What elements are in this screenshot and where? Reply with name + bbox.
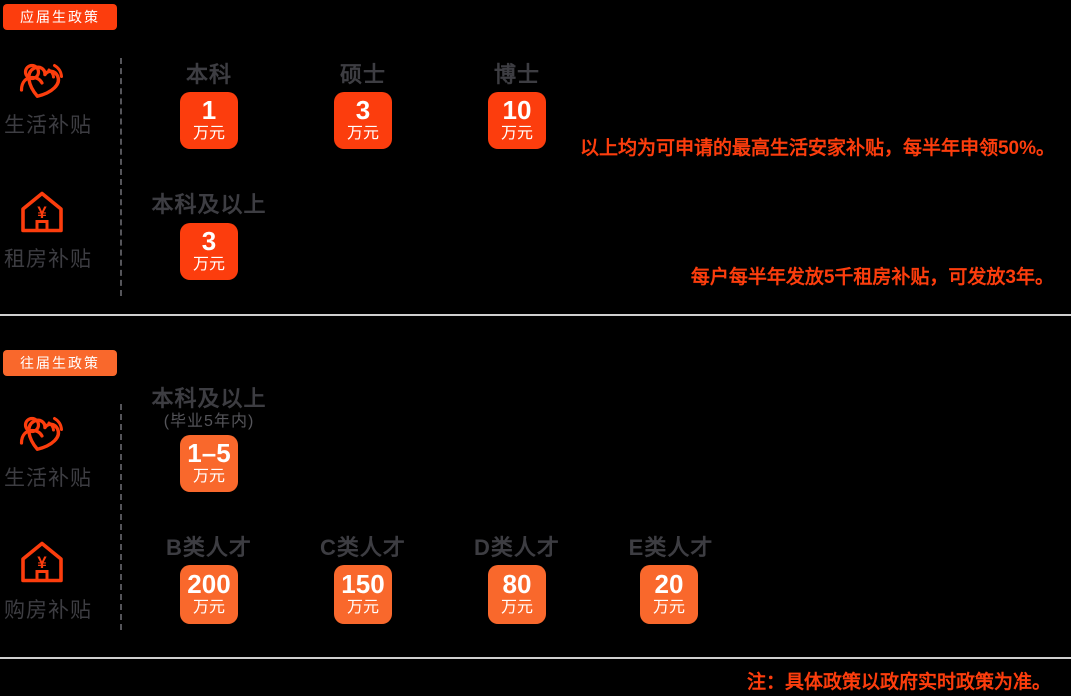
people-heart-icon — [16, 409, 68, 466]
value-box-talent-e: 20 万元 — [640, 565, 698, 624]
svg-text:¥: ¥ — [37, 553, 47, 572]
column-header-master: 硕士 — [339, 62, 386, 87]
column-subheader-within-5-years: (毕业5年内) — [163, 413, 255, 430]
people-heart-icon — [16, 56, 68, 113]
value-unit: 万元 — [192, 599, 225, 617]
dashed-divider-vertical-1 — [120, 58, 122, 296]
value-unit: 万元 — [346, 125, 379, 143]
value-unit: 万元 — [192, 468, 225, 486]
value-box-talent-d: 80 万元 — [488, 565, 546, 624]
value-amount: 20 — [654, 568, 684, 599]
row-label-life-subsidy: 生活补贴 — [4, 114, 92, 137]
row-label-home-purchase-subsidy: 购房补贴 — [4, 599, 92, 622]
svg-text:¥: ¥ — [37, 203, 47, 222]
value-unit: 万元 — [192, 256, 225, 274]
value-box-master: 3 万元 — [334, 92, 392, 149]
footer-divider — [0, 657, 1071, 659]
note-life-subsidy: 以上均为可申请的最高生活安家补贴，每半年申领50%。 — [579, 138, 1055, 159]
column-header-bachelor-and-above: 本科及以上 — [151, 192, 267, 217]
value-amount: 10 — [502, 94, 532, 125]
badge-previous-graduate-policy: 往届生政策 — [3, 350, 117, 376]
column-header-bachelor-and-above: 本科及以上 — [151, 386, 267, 411]
value-box-rent: 3 万元 — [180, 223, 238, 280]
value-unit: 万元 — [500, 125, 533, 143]
value-unit: 万元 — [500, 599, 533, 617]
footer-note: 注：具体政策以政府实时政策为准。 — [746, 672, 1051, 693]
column-header-talent-c: C类人才 — [320, 535, 406, 560]
column-header-phd: 博士 — [493, 62, 540, 87]
value-box-phd: 10 万元 — [488, 92, 546, 149]
value-amount: 1–5 — [187, 437, 231, 468]
value-amount: 1 — [201, 94, 217, 125]
house-yuan-icon: ¥ — [18, 538, 66, 591]
value-unit: 万元 — [192, 125, 225, 143]
value-unit: 万元 — [346, 599, 379, 617]
note-rent-subsidy: 每户每半年发放5千租房补贴，可发放3年。 — [690, 267, 1054, 288]
value-amount: 3 — [355, 94, 371, 125]
badge-fresh-graduate-policy: 应届生政策 — [3, 4, 117, 30]
value-box-talent-b: 200 万元 — [180, 565, 238, 624]
section-divider — [0, 314, 1071, 316]
value-box-talent-c: 150 万元 — [334, 565, 392, 624]
value-unit: 万元 — [652, 599, 685, 617]
column-header-bachelor: 本科 — [185, 62, 232, 87]
value-amount: 150 — [341, 568, 385, 599]
value-amount: 3 — [201, 225, 217, 256]
column-header-talent-d: D类人才 — [474, 535, 560, 560]
row-label-rent-subsidy: 租房补贴 — [4, 248, 92, 271]
house-yuan-icon: ¥ — [18, 188, 66, 241]
value-amount: 200 — [187, 568, 231, 599]
column-header-talent-b: B类人才 — [166, 535, 252, 560]
row-label-life-subsidy: 生活补贴 — [4, 467, 92, 490]
value-box-life-previous: 1–5 万元 — [180, 435, 238, 492]
value-box-bachelor: 1 万元 — [180, 92, 238, 149]
dashed-divider-vertical-2 — [120, 404, 122, 630]
value-amount: 80 — [502, 568, 532, 599]
column-header-talent-e: E类人才 — [628, 535, 714, 560]
